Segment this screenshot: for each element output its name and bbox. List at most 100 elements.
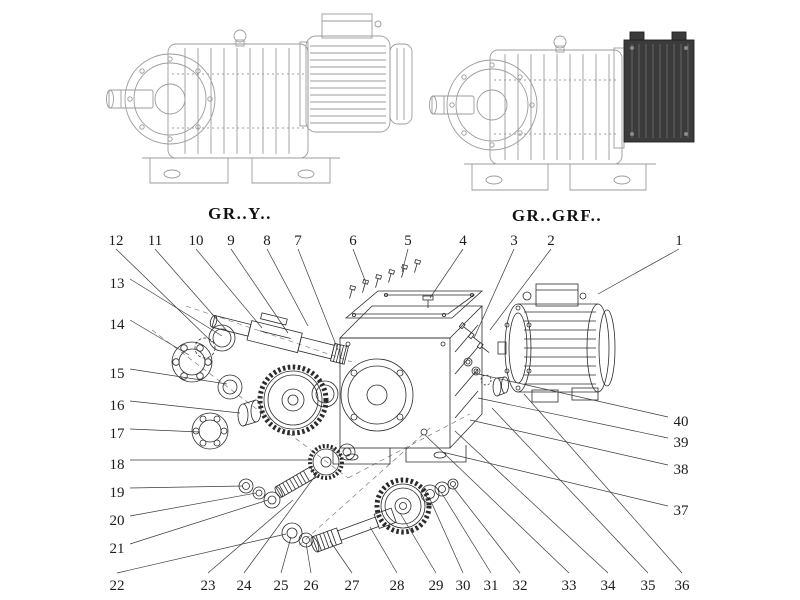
- leader-line-23: [207, 499, 294, 574]
- model-label-left: GR..Y..: [208, 204, 272, 223]
- callout-number-32: 32: [513, 578, 528, 594]
- callout-number-13: 13: [110, 276, 125, 292]
- motor-body-left: [305, 35, 391, 133]
- callout-number-31: 31: [484, 578, 499, 594]
- pinion-teeth: [329, 342, 349, 365]
- callout-number-40: 40: [674, 414, 689, 430]
- exploded-view: [151, 258, 616, 553]
- callout-number-15: 15: [110, 366, 125, 382]
- output-shaft: [209, 312, 349, 365]
- leader-line-2: [489, 248, 552, 331]
- callout-number-24: 24: [237, 578, 253, 594]
- vent-plug: [422, 295, 434, 308]
- bearing-lower: [191, 412, 229, 450]
- leader-line-1: [597, 248, 680, 295]
- leader-line-34: [454, 430, 609, 574]
- callout-number-28: 28: [390, 578, 405, 594]
- leader-line-14: [129, 319, 190, 356]
- leader-line-22: [116, 533, 287, 574]
- callout-number-5: 5: [404, 233, 412, 249]
- callout-number-9: 9: [227, 233, 235, 249]
- motor: [497, 283, 616, 403]
- housing-cover: [344, 290, 484, 319]
- eye-bolt-icon: [553, 35, 567, 49]
- leader-line-3: [473, 248, 515, 339]
- callout-number-22: 22: [110, 578, 125, 594]
- bottom-shaft: [310, 507, 397, 553]
- leader-line-11: [154, 248, 229, 333]
- callout-number-29: 29: [429, 578, 444, 594]
- callout-number-34: 34: [601, 578, 617, 594]
- leader-line-31: [440, 491, 492, 574]
- leader-line-21: [129, 499, 269, 545]
- input-hardware: [458, 322, 509, 397]
- callout-number-36: 36: [675, 578, 691, 594]
- leader-line-7: [297, 248, 339, 351]
- motor-eye-bolt: [522, 291, 532, 301]
- washer-disc: [217, 374, 243, 400]
- callout-number-10: 10: [189, 233, 204, 249]
- bolt-circle-right: [449, 62, 535, 148]
- housing-cover-bolts: [346, 258, 422, 300]
- leader-line-4: [429, 248, 464, 299]
- callout-number-39: 39: [674, 435, 689, 451]
- leader-line-38: [469, 419, 669, 466]
- callout-number-18: 18: [110, 457, 125, 473]
- callout-number-6: 6: [349, 233, 357, 249]
- callout-number-17: 17: [110, 426, 126, 442]
- leader-line-26: [305, 542, 312, 574]
- callout-number-3: 3: [510, 233, 518, 249]
- leader-line-33: [424, 434, 570, 574]
- intermediate-pinion: [274, 466, 317, 498]
- leader-line-10: [195, 248, 263, 329]
- gear-side-ring: [311, 380, 339, 408]
- bolt-circle-left: [127, 56, 213, 142]
- callout-number-19: 19: [110, 485, 125, 501]
- callout-number-37: 37: [674, 503, 690, 519]
- gear-housing: [332, 305, 483, 465]
- callout-number-21: 21: [110, 541, 125, 557]
- leader-line-13: [129, 278, 223, 337]
- callout-number-7: 7: [294, 233, 302, 249]
- callout-number-38: 38: [674, 462, 689, 478]
- callout-number-27: 27: [345, 578, 361, 594]
- end-discs: [281, 522, 314, 548]
- leader-line-6: [352, 248, 367, 284]
- leader-line-37: [441, 451, 669, 507]
- leader-line-35: [491, 407, 649, 574]
- leader-line-39: [477, 397, 669, 439]
- leader-line-32: [452, 486, 521, 574]
- callout-number-2: 2: [547, 233, 555, 249]
- large-gear: [257, 364, 329, 436]
- leader-line-25: [280, 536, 292, 574]
- leader-line-20: [129, 492, 257, 517]
- callout-number-26: 26: [304, 578, 320, 594]
- terminal-box-left: [321, 13, 373, 39]
- mid-gear: [308, 443, 356, 480]
- callout-number-1: 1: [675, 233, 683, 249]
- callout-number-33: 33: [562, 578, 577, 594]
- small-washers: [238, 478, 281, 509]
- leader-line-24: [243, 471, 319, 574]
- callout-number-12: 12: [109, 233, 124, 249]
- leader-line-15: [129, 368, 228, 385]
- leader-line-40: [473, 372, 669, 418]
- callout-number-23: 23: [201, 578, 216, 594]
- brake-cover-block: [623, 31, 695, 143]
- leader-line-17: [129, 428, 201, 433]
- motor-terminal-box: [535, 283, 579, 307]
- leader-line-12: [115, 248, 213, 343]
- leader-line-36: [523, 393, 683, 574]
- callout-number-35: 35: [641, 578, 656, 594]
- bottom-gear: [374, 477, 432, 535]
- callout-number-20: 20: [110, 513, 125, 529]
- eye-bolt-icon: [233, 29, 247, 43]
- drain-plug: [420, 428, 428, 436]
- callout-number-25: 25: [274, 578, 289, 594]
- assembled-view-left: [106, 13, 413, 184]
- leader-line-28: [369, 526, 398, 574]
- callout-number-30: 30: [456, 578, 471, 594]
- shaft-key: [260, 312, 288, 326]
